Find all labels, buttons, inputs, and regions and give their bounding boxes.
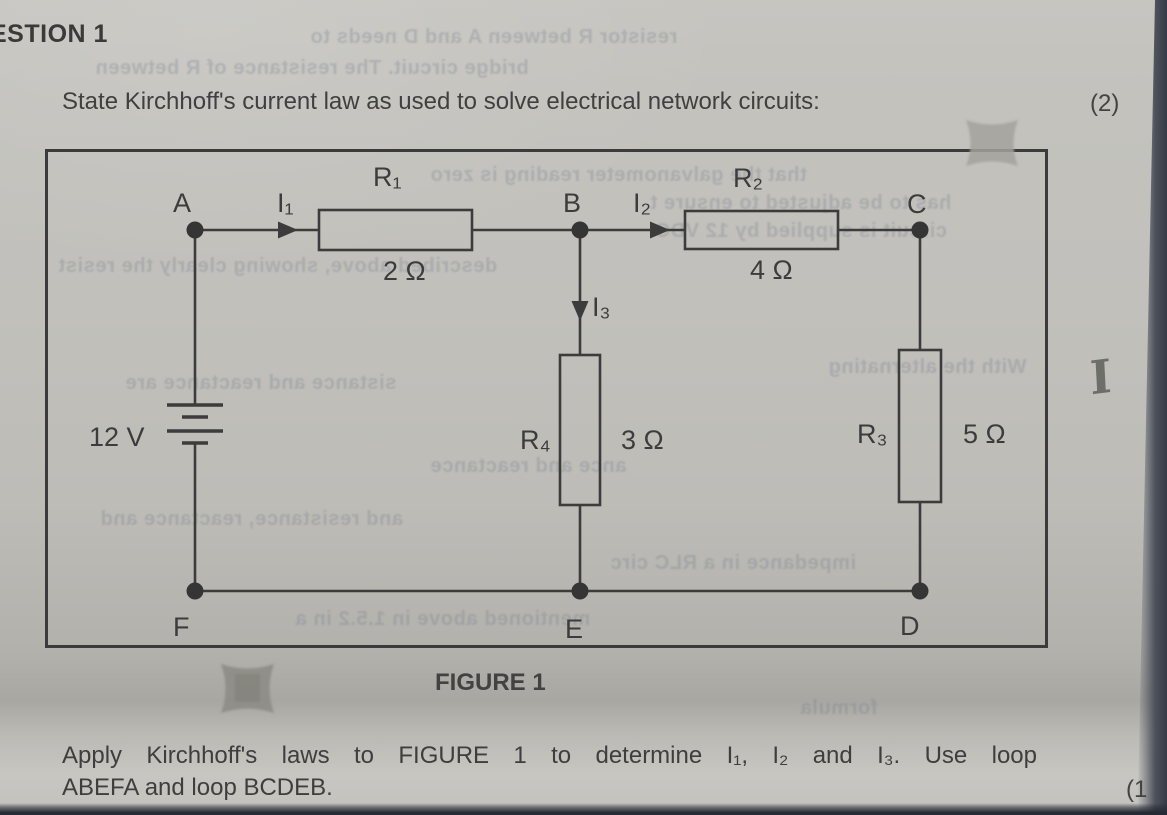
- apply-question-line1: Apply Kirchhoff's laws to FIGURE 1 to de…: [62, 742, 1037, 769]
- photo-edge-bottom: [0, 803, 1167, 815]
- resistor-r2-value: 4 Ω: [750, 255, 793, 285]
- bleedthrough-line: bridge circuit. The resistance of R betw…: [95, 57, 529, 79]
- node-d-dot: [911, 582, 929, 600]
- figure-frame: [45, 149, 1048, 648]
- photo-edge-right: [1137, 0, 1167, 815]
- node-f-label: F: [173, 612, 190, 642]
- battery-symbol: [167, 403, 223, 445]
- resistor-r4-body: [558, 353, 602, 507]
- apply-question: Apply Kirchhoff's laws to FIGURE 1 to de…: [62, 740, 1037, 804]
- battery-label: 12 V: [89, 422, 145, 452]
- handwritten-current-symbol: I: [1088, 348, 1113, 406]
- resistor-r4-label: R₄: [520, 425, 551, 455]
- resistor-r3-body: [897, 348, 943, 504]
- node-d-label: D: [900, 611, 920, 641]
- question-prompt: State Kirchhoff's current law as used to…: [62, 88, 820, 115]
- staple-mark-bottom: [221, 664, 274, 713]
- current-i2-arrow: [650, 221, 670, 239]
- resistor-r1-label: R₁: [373, 162, 402, 192]
- current-i3-label: I₃: [592, 292, 611, 322]
- resistor-r2-label: R₂: [733, 163, 763, 193]
- node-e-label: E: [565, 614, 583, 644]
- question-marks: (2): [1090, 90, 1120, 117]
- node-a-dot: [186, 221, 204, 239]
- node-e-dot: [571, 582, 589, 600]
- figure-caption: FIGURE 1: [435, 669, 546, 696]
- node-c-dot: [911, 221, 929, 239]
- resistor-r3-value: 5 Ω: [963, 419, 1006, 449]
- current-i3-arrow: [571, 301, 589, 321]
- node-b-label: B: [563, 188, 581, 218]
- node-a-label: A: [173, 188, 191, 218]
- current-i2-label: I₂: [633, 188, 651, 218]
- node-b-dot: [571, 221, 589, 239]
- staple-mark-top: [966, 120, 1018, 166]
- apply-question-line2: ABEFA and loop BCDEB.: [62, 774, 333, 801]
- resistor-r1-value: 2 Ω: [383, 256, 426, 286]
- resistor-r2-body: [683, 209, 840, 251]
- node-f-dot: [186, 582, 204, 600]
- apply-question-marks: (1: [1126, 776, 1148, 803]
- bleedthrough-line: formula: [800, 697, 878, 719]
- bleedthrough-line: resistor R between A and D needs to: [310, 26, 678, 48]
- current-i1-label: I₁: [277, 188, 294, 218]
- node-c-label: C: [907, 189, 927, 219]
- resistor-r1-body: [317, 208, 474, 252]
- circuit-wires: [193, 228, 922, 593]
- current-i1-arrow: [278, 221, 298, 239]
- question-number: ESTION 1: [0, 20, 108, 48]
- resistor-r4-value: 3 Ω: [621, 425, 664, 455]
- resistor-r3-label: R₃: [857, 419, 888, 449]
- circuit-figure: A B C D E F I₁ I₂ I₃ R₁ 2 Ω R₂ 4 Ω R₄ 3 …: [45, 149, 1048, 648]
